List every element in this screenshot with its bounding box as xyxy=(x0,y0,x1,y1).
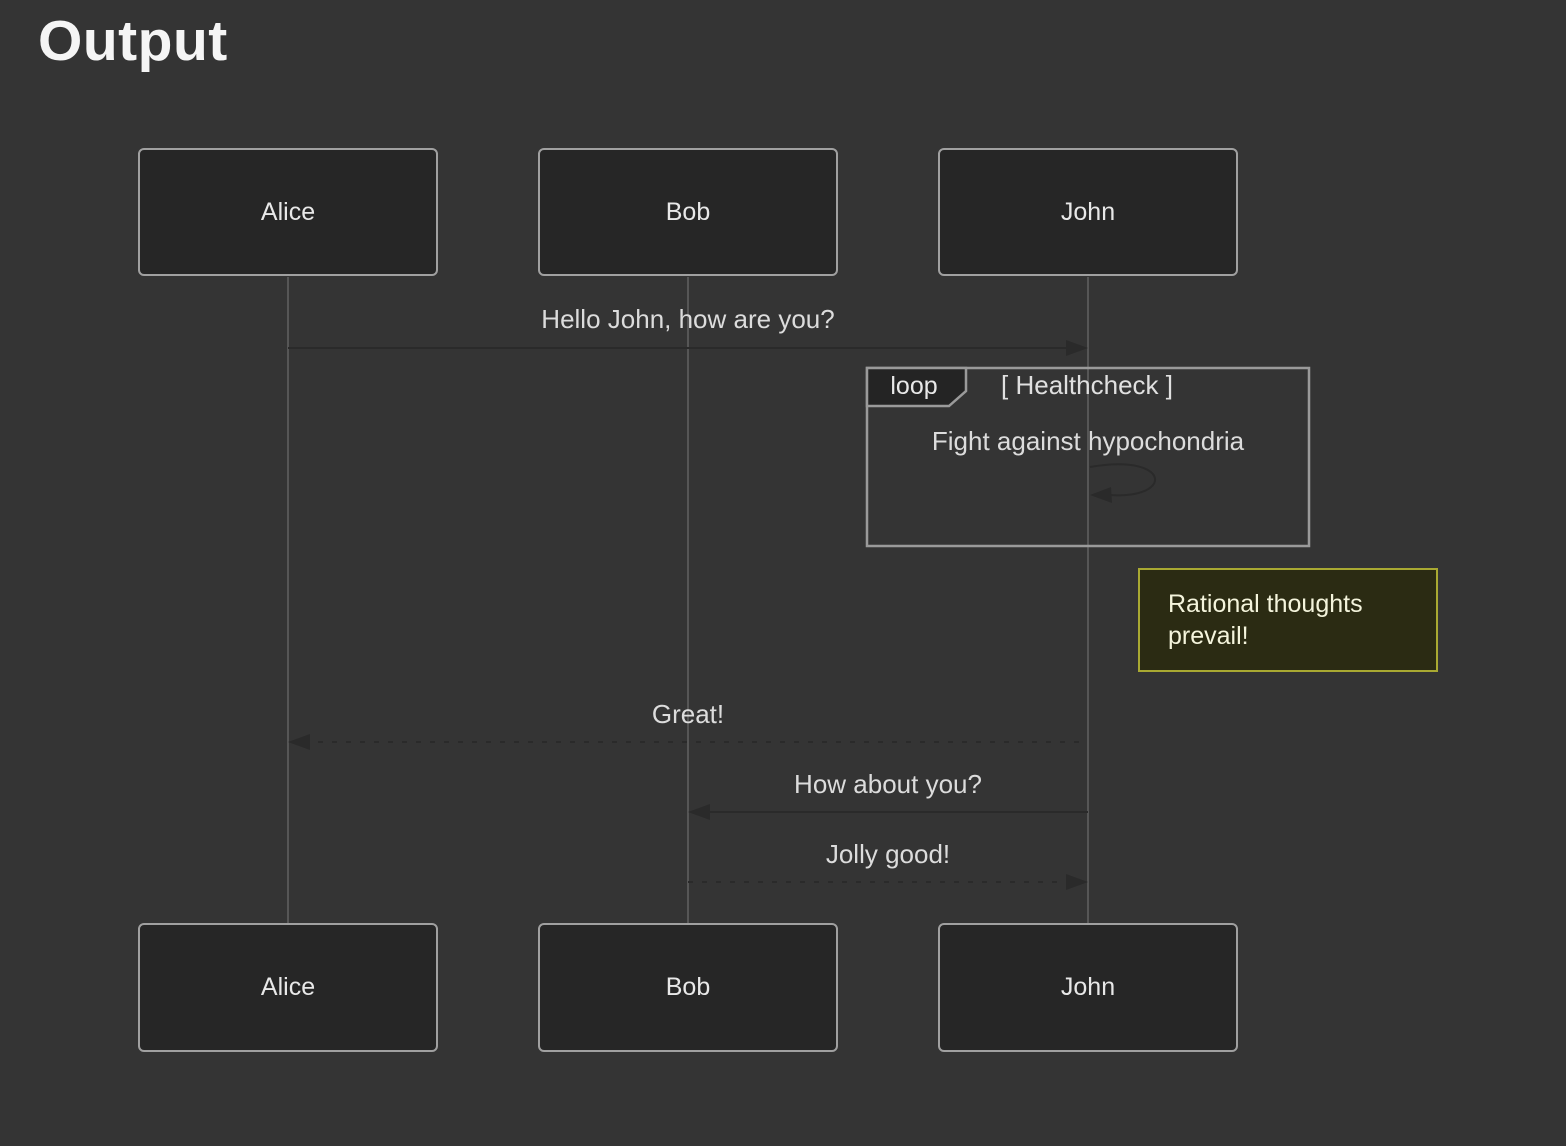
note-text: Rational thoughts prevail! xyxy=(1168,590,1363,650)
note-right-of-john: Rational thoughts prevail! xyxy=(1138,568,1438,672)
message-line-hello xyxy=(288,340,1088,356)
actor-top-john: John xyxy=(938,148,1238,276)
arrowhead-right-icon xyxy=(1066,340,1088,356)
actor-label: Bob xyxy=(665,973,711,1001)
actor-bottom-bob: Bob xyxy=(538,923,838,1052)
message-line-great xyxy=(288,734,1088,750)
loop-label: loop xyxy=(890,372,938,400)
actor-label: Alice xyxy=(260,197,316,226)
arrowhead-left-icon xyxy=(288,734,310,750)
message-text-jolly-good: Jolly good! xyxy=(825,839,951,869)
actor-label: John xyxy=(1060,197,1116,226)
message-line-self-loop xyxy=(1089,463,1156,503)
message-text-hello: Hello John, how are you? xyxy=(541,304,835,334)
lifelines xyxy=(287,277,1089,923)
arrowhead-left-icon xyxy=(1090,487,1112,503)
actor-top-bob: Bob xyxy=(538,148,838,276)
arrowhead-right-icon xyxy=(1066,874,1088,890)
actor-bottom-john: John xyxy=(938,923,1238,1052)
message-text-self-loop: Fight against hypochondria xyxy=(931,426,1245,456)
actor-label: John xyxy=(1060,973,1116,1001)
page-title: Output xyxy=(38,9,228,73)
message-line-jolly-good xyxy=(688,874,1088,890)
actor-label: Alice xyxy=(260,973,316,1001)
loop-label-shape xyxy=(865,366,968,408)
message-text-how-about-you: How about you? xyxy=(794,769,982,799)
loop-condition: [ Healthcheck ] xyxy=(1001,370,1173,400)
message-line-how-about-you xyxy=(688,804,1088,820)
actor-top-alice: Alice xyxy=(138,148,438,276)
arrowhead-left-icon xyxy=(688,804,710,820)
message-text-great: Great! xyxy=(651,699,725,729)
actor-label: Bob xyxy=(665,197,711,226)
loop-frame xyxy=(865,366,1311,548)
actor-bottom-alice: Alice xyxy=(138,923,438,1052)
